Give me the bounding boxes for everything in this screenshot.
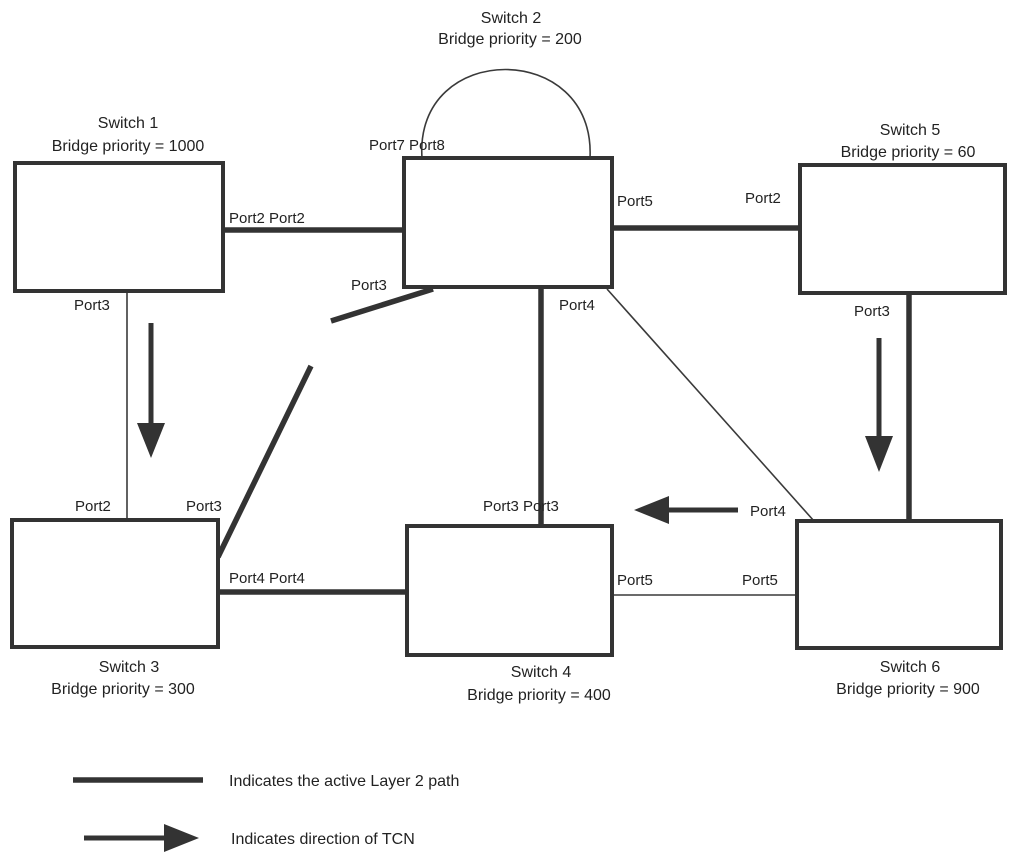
link-s2-loop	[421, 68, 591, 159]
switch-6-name: Switch 6	[880, 659, 941, 676]
port-label-s3-s4: Port4 Port4	[229, 570, 305, 587]
port-labels: Port2 Port2 Port7 Port8 Port3 Port4 Port…	[74, 137, 890, 589]
switch-5-name: Switch 5	[880, 122, 941, 139]
port-label-s6-port4: Port4	[750, 503, 786, 520]
port-label-s3-port3: Port3	[186, 498, 222, 515]
switch-labels: Switch 1 Bridge priority = 1000 Switch 2…	[51, 10, 980, 704]
switch-5-box[interactable]	[798, 163, 1007, 295]
port-label-s5-port3: Port3	[854, 303, 890, 320]
links	[126, 68, 912, 596]
tcn-arrows	[137, 323, 893, 524]
legend-tcn-text: Indicates direction of TCN	[231, 831, 415, 848]
switch-2-priority: Bridge priority = 200	[438, 31, 582, 48]
port-label-s1-port3: Port3	[74, 297, 110, 314]
switch-2-name: Switch 2	[481, 10, 542, 27]
legend-active-path-text: Indicates the active Layer 2 path	[229, 773, 459, 790]
tcn-arrow-s5-to-s6	[865, 338, 893, 472]
port-label-s2-loop: Port7 Port8	[369, 137, 445, 154]
switch-4-priority: Bridge priority = 400	[467, 687, 611, 704]
port-label-s1-s2: Port2 Port2	[229, 210, 305, 227]
switch-4-box[interactable]	[405, 524, 614, 657]
link-s2-s3-lower	[215, 364, 314, 559]
switch-6-box[interactable]	[795, 519, 1003, 650]
switch-2-box[interactable]	[402, 156, 614, 289]
link-s2-s3-upper	[330, 286, 434, 324]
switch-5-priority: Bridge priority = 60	[841, 144, 976, 161]
switch-3-name: Switch 3	[99, 659, 160, 676]
port-label-s6-port5: Port5	[742, 572, 778, 589]
switch-1-box[interactable]	[13, 161, 225, 293]
switch-1-name: Switch 1	[98, 115, 159, 132]
legend-tcn-arrow	[84, 824, 199, 852]
port-label-s2-port5: Port5	[617, 193, 653, 210]
switch-3-box[interactable]	[10, 518, 220, 649]
switch-4-name: Switch 4	[511, 664, 572, 681]
port-label-s2-port3: Port3	[351, 277, 387, 294]
switch-6-priority: Bridge priority = 900	[836, 681, 980, 698]
tcn-arrow-s1-to-s3	[137, 323, 165, 458]
switch-boxes	[10, 156, 1007, 657]
legend: Indicates the active Layer 2 path Indica…	[73, 773, 459, 852]
tcn-arrow-s6-to-s2	[634, 496, 738, 524]
switch-1-priority: Bridge priority = 1000	[52, 138, 205, 155]
port-label-s5-port2: Port2	[745, 190, 781, 207]
switch-3-priority: Bridge priority = 300	[51, 681, 195, 698]
port-label-s4-top: Port3 Port3	[483, 498, 559, 515]
link-s2-s6	[606, 288, 815, 522]
port-label-s4-port5: Port5	[617, 572, 653, 589]
port-label-s3-port2: Port2	[75, 498, 111, 515]
port-label-s2-port4: Port4	[559, 297, 595, 314]
